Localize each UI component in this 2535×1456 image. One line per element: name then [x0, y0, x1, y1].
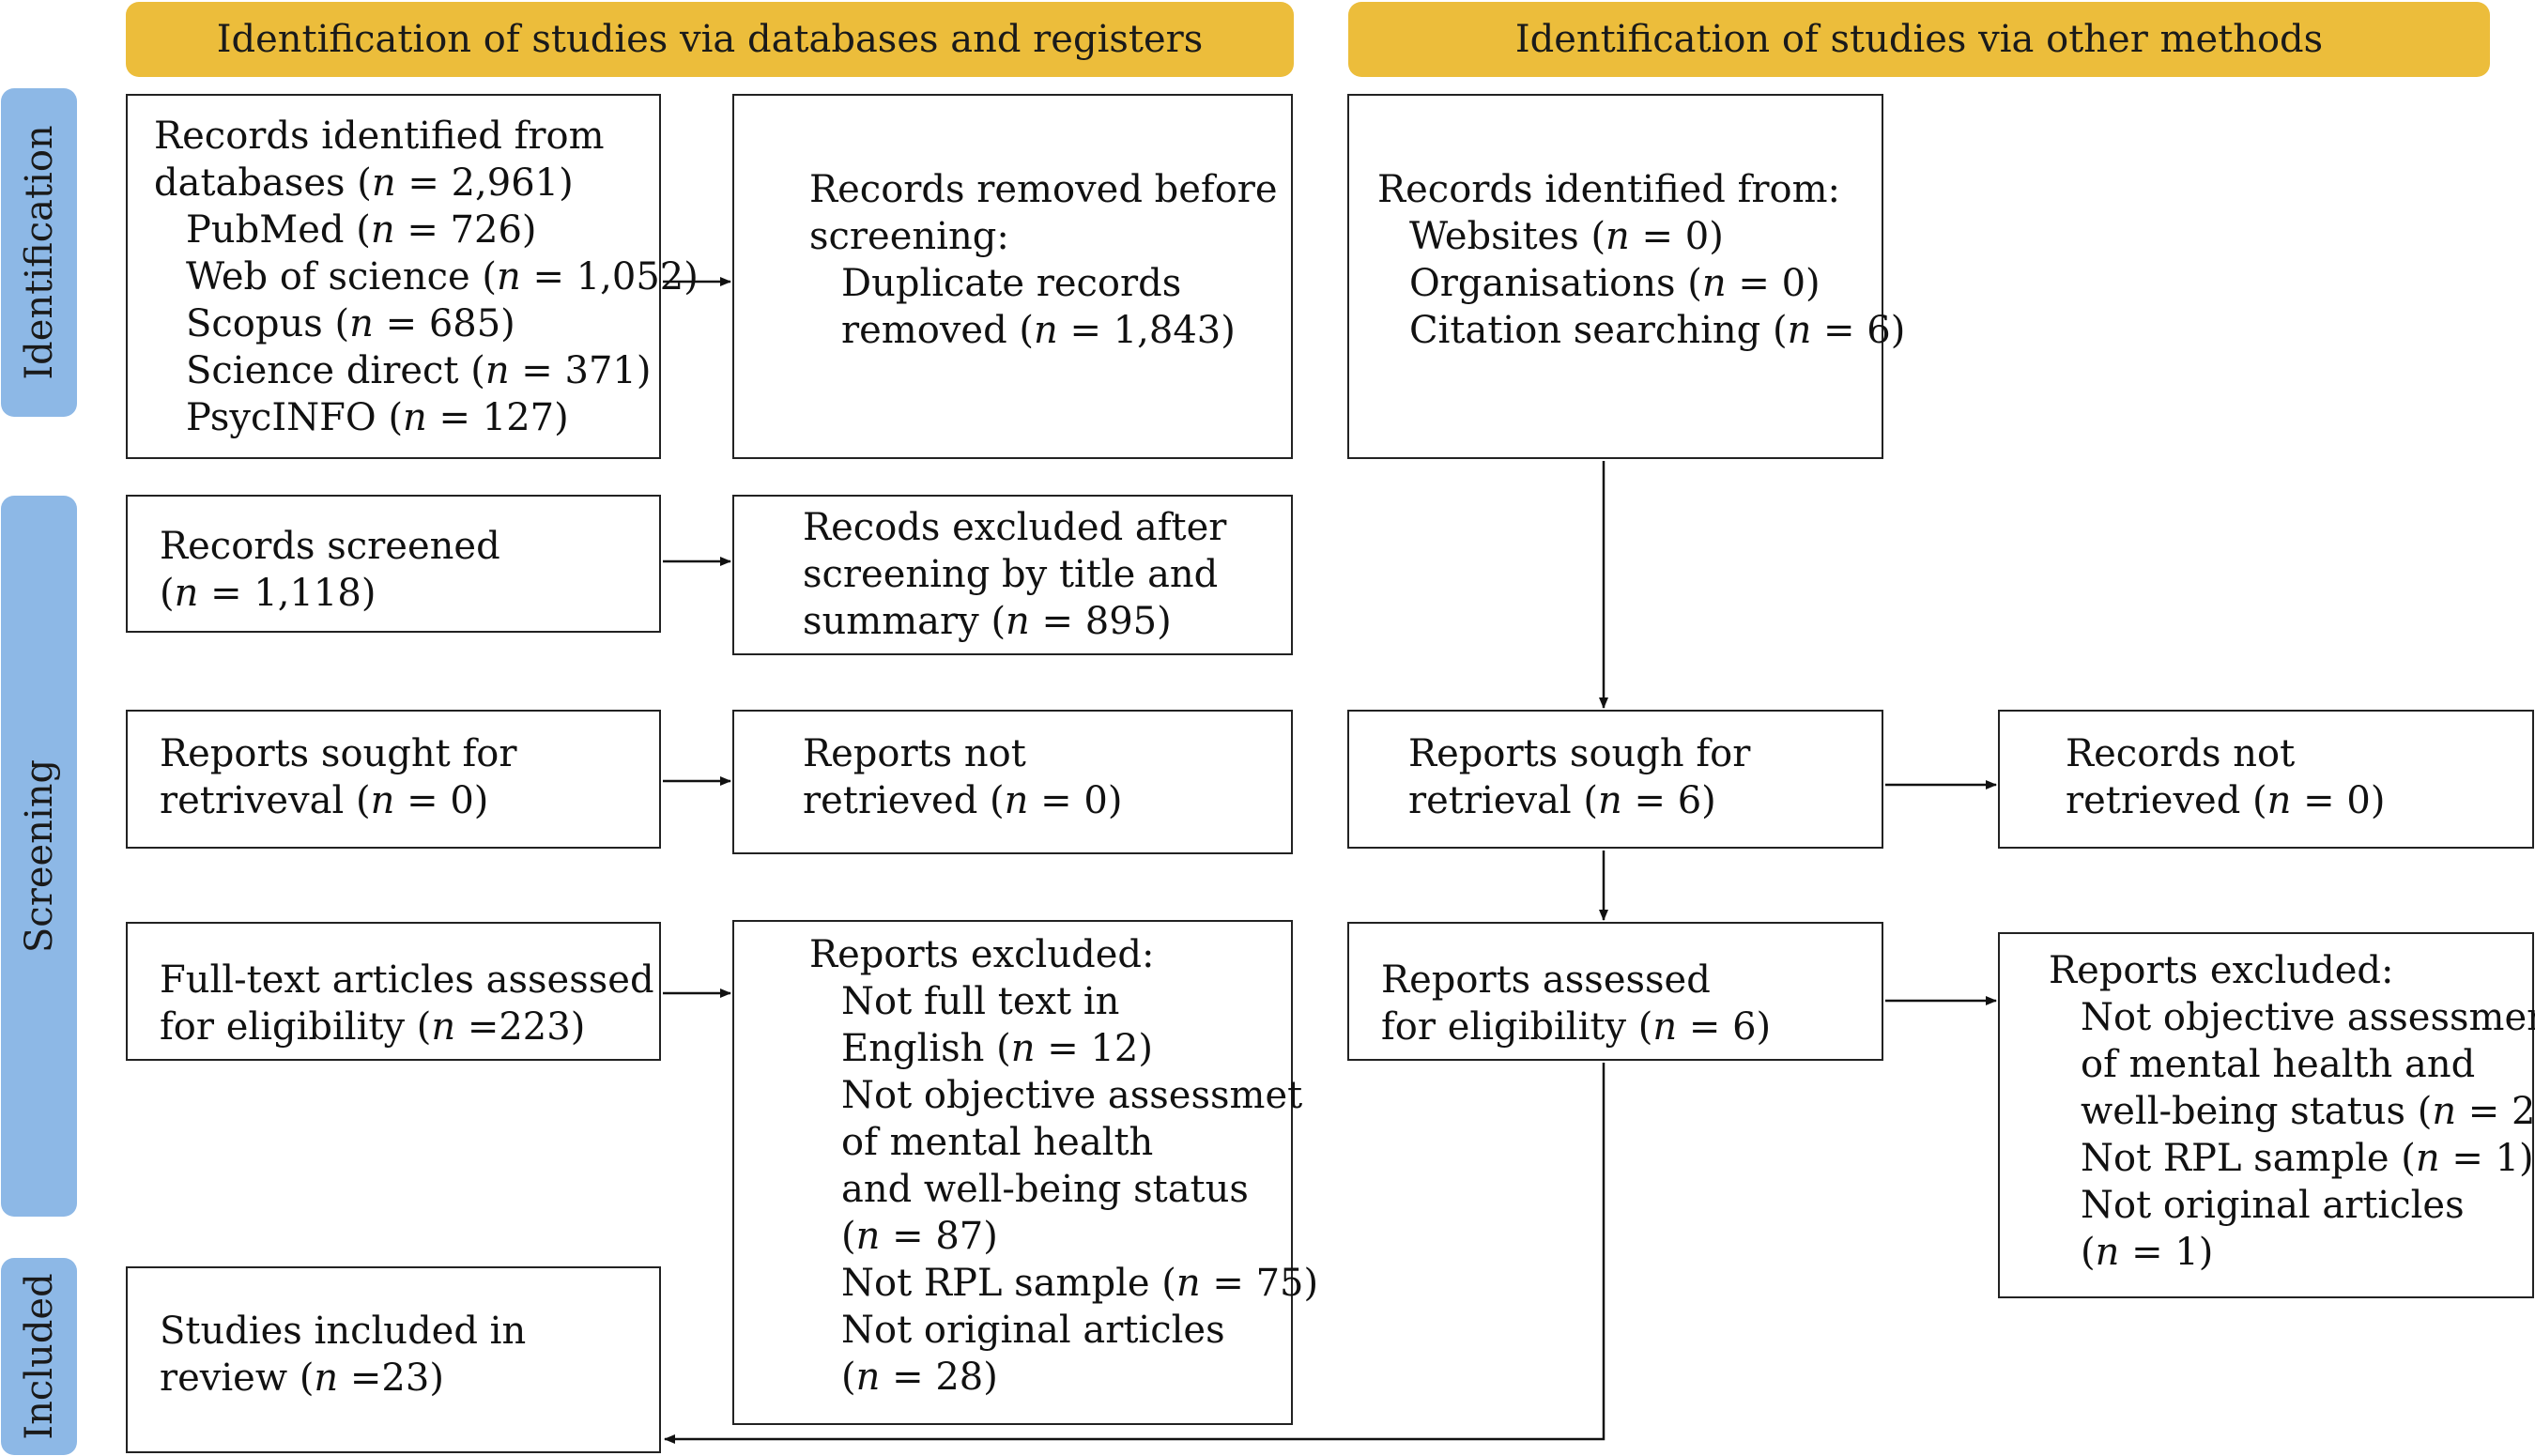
assessed-other-line2: for eligibility (n = 6) [1381, 1005, 1772, 1049]
excluded-other-item: Not original articles [2081, 1184, 2465, 1227]
db-source-scopus: Scopus (n = 685) [186, 302, 515, 345]
box-reports-assessed-other: Reports assessed for eligibility (n = 6) [1347, 922, 1883, 1061]
excluded-db-item: Not RPL sample (n = 75) [841, 1262, 1319, 1305]
excluded-other-item: Not RPL sample (n = 1) [2081, 1137, 2534, 1180]
excluded-db-item: of mental health [841, 1121, 1154, 1164]
excluded-db-item: (n = 28) [841, 1356, 998, 1399]
excluded-db-item: Not original articles [841, 1309, 1225, 1352]
removed-line4: removed (n = 1,843) [841, 309, 1236, 352]
fulltext-db-line2: for eligibility (n =223) [160, 1005, 586, 1049]
phase-identification: Identification [1, 88, 77, 417]
db-identified-line2: databases (n = 2,961) [154, 161, 574, 205]
other-source-organisations: Organisations (n = 0) [1409, 262, 1821, 305]
box-fulltext-assessed-db: Full-text articles assessed for eligibil… [126, 922, 661, 1061]
phase-screening: Screening [1, 496, 77, 1217]
excluded-other-item: well-being status (n = 2) [2081, 1090, 2535, 1133]
sought-other-line2: retrieval (n = 6) [1408, 779, 1716, 822]
included-line2: review (n =23) [160, 1356, 444, 1400]
sought-db-line2: retriveval (n = 0) [160, 779, 489, 822]
header-other-label: Identification of studies via other meth… [1514, 18, 2324, 61]
excluded-other-item: Not objective assessment [2081, 996, 2535, 1039]
excluded-db-item: English (n = 12) [841, 1027, 1153, 1070]
db-source-wos: Web of science (n = 1,052) [186, 255, 699, 299]
db-source-psycinfo: PsycINFO (n = 127) [186, 396, 569, 439]
box-reports-sought-db: Reports sought for retriveval (n = 0) [126, 710, 661, 849]
not-retrieved-db-line1: Reports not [803, 732, 1026, 775]
excluded-screening-line2: screening by title and [803, 553, 1219, 596]
box-reports-sought-other: Reports sough for retrieval (n = 6) [1347, 710, 1883, 849]
other-source-citation: Citation searching (n = 6) [1409, 309, 1906, 352]
db-source-sciencedirect: Science direct (n = 371) [186, 349, 652, 392]
box-db-identified: Records identified from databases (n = 2… [126, 94, 699, 459]
removed-line3: Duplicate records [841, 262, 1182, 305]
box-records-screened: Records screened (n = 1,118) [126, 495, 661, 633]
not-retrieved-db-line2: retrieved (n = 0) [803, 779, 1123, 822]
box-excluded-after-screening: Recods excluded after screening by title… [732, 495, 1293, 655]
not-retrieved-other-line1: Records not [2066, 732, 2296, 775]
box-reports-excluded-db: Reports excluded: Not full text in Engli… [732, 920, 1318, 1425]
excluded-db-item: and well-being status [841, 1168, 1249, 1211]
screened-line1: Records screened [160, 525, 500, 568]
excluded-other-item: (n = 1) [2081, 1231, 2214, 1274]
other-identified-line1: Records identified from: [1377, 168, 1841, 211]
excluded-other-title: Reports excluded: [2049, 949, 2394, 992]
box-not-retrieved-db: Reports not retrieved (n = 0) [732, 710, 1293, 854]
excluded-db-item: (n = 87) [841, 1215, 998, 1258]
excluded-db-item: Not full text in [841, 980, 1120, 1023]
sought-db-line1: Reports sought for [160, 732, 517, 775]
box-not-retrieved-other: Records not retrieved (n = 0) [1998, 710, 2534, 849]
removed-line1: Records removed before [809, 168, 1278, 211]
screened-line2: (n = 1,118) [160, 572, 376, 615]
fulltext-db-line1: Full-text articles assessed [160, 958, 654, 1002]
box-other-identified: Records identified from: Websites (n = 0… [1347, 94, 1905, 459]
header-databases: Identification of studies via databases … [126, 2, 1294, 77]
db-source-pubmed: PubMed (n = 726) [186, 208, 537, 252]
sought-other-line1: Reports sough for [1408, 732, 1751, 775]
box-studies-included: Studies included in review (n =23) [126, 1266, 661, 1453]
phase-included: Included [1, 1258, 77, 1455]
included-line1: Studies included in [160, 1310, 527, 1353]
box-removed-before-screening: Records removed before screening: Duplic… [732, 94, 1293, 459]
removed-line2: screening: [809, 215, 1009, 258]
other-source-websites: Websites (n = 0) [1409, 215, 1724, 258]
excluded-other-item: of mental health and [2081, 1043, 2476, 1086]
arrow-assessed-other-to-included [664, 1063, 1606, 1444]
box-reports-excluded-other: Reports excluded: Not objective assessme… [1998, 932, 2535, 1298]
db-identified-line1: Records identified from [154, 115, 605, 158]
excluded-db-item: Not objective assessmet [841, 1074, 1303, 1117]
header-databases-label: Identification of studies via databases … [216, 18, 1204, 61]
excluded-db-title: Reports excluded: [809, 933, 1155, 976]
excluded-screening-line1: Recods excluded after [803, 506, 1227, 549]
assessed-other-line1: Reports assessed [1381, 958, 1711, 1002]
excluded-screening-line3: summary (n = 895) [803, 600, 1172, 643]
not-retrieved-other-line2: retrieved (n = 0) [2066, 779, 2386, 822]
header-other-methods: Identification of studies via other meth… [1348, 2, 2490, 77]
